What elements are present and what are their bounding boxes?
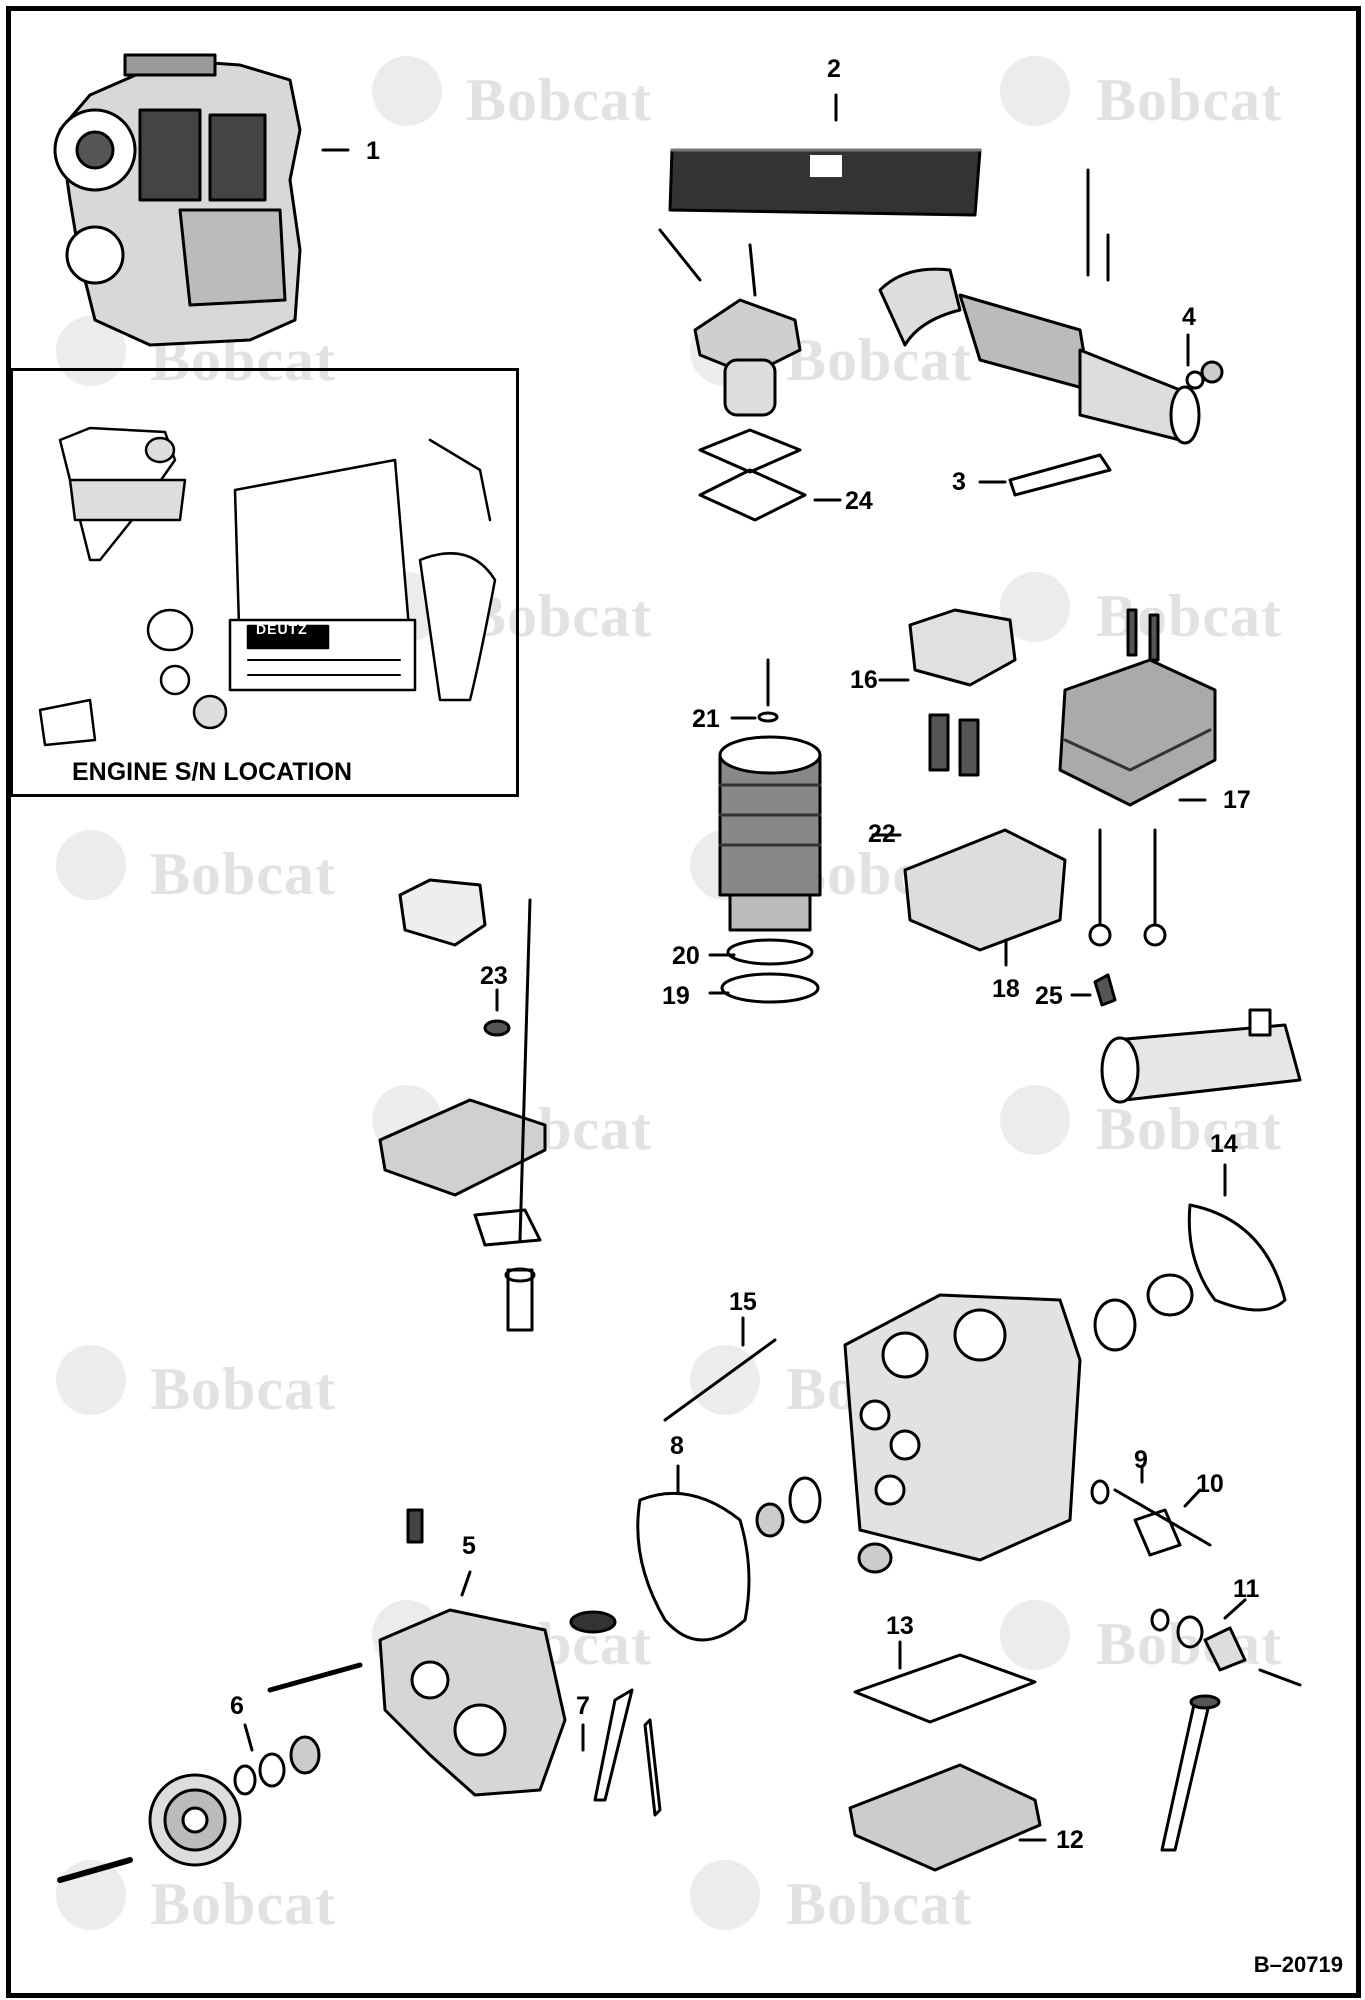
callout-4: 4 bbox=[1182, 303, 1196, 331]
watermark-text: Bobcat bbox=[466, 583, 652, 649]
callout-12: 12 bbox=[1056, 1826, 1084, 1854]
callout-1: 1 bbox=[366, 137, 380, 165]
deutz-nameplate-text: DEUTZ bbox=[256, 621, 308, 637]
callout-11: 11 bbox=[1233, 1575, 1260, 1603]
oil-cover-and-dipstick bbox=[378, 878, 547, 1332]
gear-housing-and-pulley bbox=[57, 1508, 662, 1883]
air-filter-element bbox=[668, 148, 982, 217]
cylinder-head-assembly bbox=[903, 608, 1217, 952]
callout-24: 24 bbox=[845, 487, 873, 515]
crankcase bbox=[663, 1203, 1287, 1562]
watermark-text: Bobcat bbox=[1096, 1096, 1282, 1162]
callout-16: 16 bbox=[850, 666, 878, 694]
callout-8: 8 bbox=[670, 1432, 684, 1460]
callout-5: 5 bbox=[462, 1532, 476, 1560]
callout-22: 22 bbox=[868, 820, 896, 848]
callout-17: 17 bbox=[1223, 786, 1251, 814]
watermark-text: Bobcat bbox=[786, 327, 972, 393]
callout-20: 20 bbox=[672, 942, 700, 970]
callout-21: 21 bbox=[692, 705, 720, 733]
intake-elbow-and-hose bbox=[878, 168, 1224, 497]
callout-18: 18 bbox=[992, 975, 1020, 1003]
callout-2: 2 bbox=[827, 55, 841, 83]
bobcat-logo-watermark bbox=[1000, 1085, 1070, 1155]
oil-pan-and-filler bbox=[848, 1608, 1302, 1872]
callout-19: 19 bbox=[662, 982, 690, 1010]
callout-6: 6 bbox=[230, 1692, 244, 1720]
callout-7: 7 bbox=[576, 1692, 590, 1720]
muffler bbox=[1093, 973, 1302, 1104]
callout-10: 10 bbox=[1196, 1470, 1224, 1498]
engine-serial-number-location-label: ENGINE S/N LOCATION bbox=[72, 758, 353, 786]
watermark-text: Bobcat bbox=[150, 1356, 336, 1422]
watermark-text: Bobcat bbox=[466, 67, 652, 133]
watermark-text: Bobcat bbox=[150, 1871, 336, 1937]
diagram-border bbox=[6, 6, 1361, 1998]
callout-leader-lines bbox=[243, 93, 1247, 1842]
bobcat-logo-watermark bbox=[1000, 56, 1070, 126]
bobcat-logo-watermark bbox=[56, 830, 126, 900]
watermark-text: Bobcat bbox=[1096, 1611, 1282, 1677]
serial-number-location-drawing bbox=[38, 426, 497, 747]
callout-14: 14 bbox=[1210, 1130, 1238, 1158]
callout-13: 13 bbox=[886, 1612, 914, 1640]
watermark-text: Bobcat bbox=[786, 1871, 972, 1937]
callout-15: 15 bbox=[729, 1288, 757, 1316]
bobcat-logo-watermark bbox=[372, 56, 442, 126]
bobcat-logo-watermark bbox=[690, 1345, 760, 1415]
engine-serial-number-inset bbox=[10, 368, 519, 797]
callout-23: 23 bbox=[480, 962, 508, 990]
front-cover-gasket bbox=[636, 1476, 1212, 1642]
callout-9: 9 bbox=[1134, 1446, 1148, 1474]
bobcat-logo-watermark bbox=[690, 1860, 760, 1930]
bobcat-logo-watermark bbox=[1000, 1600, 1070, 1670]
watermark-text: Bobcat bbox=[150, 841, 336, 907]
callout-3: 3 bbox=[952, 468, 966, 496]
engine-assembly bbox=[53, 53, 302, 347]
bobcat-logo-watermark bbox=[56, 1345, 126, 1415]
callout-25: 25 bbox=[1035, 982, 1063, 1010]
figure-number: B–20719 bbox=[1253, 1952, 1343, 1977]
cylinder-barrel bbox=[718, 658, 822, 1004]
air-cleaner-base bbox=[658, 228, 807, 522]
watermark-text: Bobcat bbox=[1096, 67, 1282, 133]
